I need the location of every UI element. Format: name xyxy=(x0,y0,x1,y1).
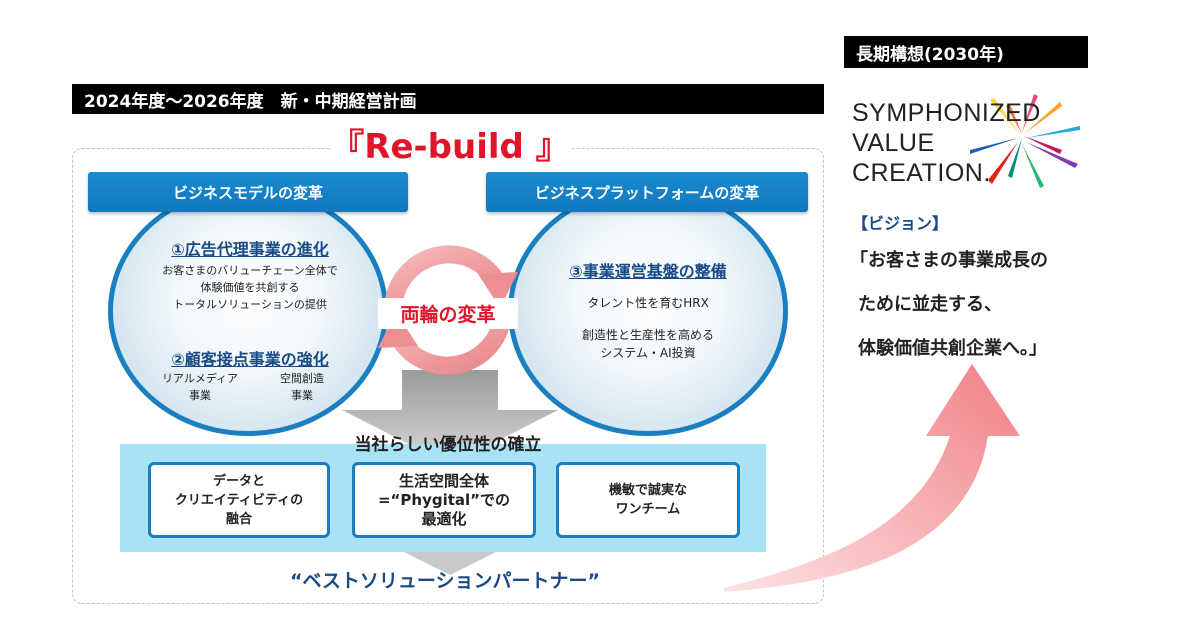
vision-label: 【ビジョン】 xyxy=(852,214,949,233)
advantage-box: 生活空間全体 =“Phygital”での 最適化 xyxy=(352,462,536,538)
item1-desc: お客さまのバリューチェーン全体で 体験価値を共創する トータルソリューションの提… xyxy=(140,262,360,313)
advantage-box-line: ワンチーム xyxy=(615,502,681,517)
item2-sub-line: 事業 xyxy=(291,389,313,402)
item2-sub-left: リアルメディア 事業 xyxy=(154,370,246,404)
cycle-arrows-icon xyxy=(378,245,518,375)
advantage-box: 機敏で誠実な ワンチーム xyxy=(556,462,740,538)
item3-desc1: タレント性を育むHRX xyxy=(587,296,709,310)
item1-desc-line: トータルソリューションの提供 xyxy=(173,298,327,311)
advantage-box-line: 機敏で誠実な xyxy=(608,483,687,498)
vision-line: 「お客さまの事業成長の xyxy=(850,250,1048,271)
business-model-header: ビジネスモデルの変革 xyxy=(88,172,408,212)
business-platform-header: ビジネスプラットフォームの変革 xyxy=(486,172,808,212)
rebuild-title-text: 『Re-build 』 xyxy=(330,127,570,167)
advantage-box-line: =“Phygital”での xyxy=(377,490,511,509)
item1-title: ①広告代理事業の進化 xyxy=(171,240,329,259)
logo-line: SYMPHONIZED xyxy=(852,99,1041,127)
item3-title: ③事業運営基盤の整備 xyxy=(569,262,727,281)
business-platform-header-text: ビジネスプラットフォームの変革 xyxy=(534,183,760,202)
advantage-box-line: 生活空間全体 xyxy=(398,471,489,490)
advantage-box-line: クリエイティビティの xyxy=(174,492,304,508)
logo-line: CREATION. xyxy=(852,159,991,187)
center-label-text: 両輪の変革 xyxy=(400,304,496,326)
starburst-icon xyxy=(970,94,1080,188)
business-model-header-text: ビジネスモデルの変革 xyxy=(172,183,323,202)
partner-text: “ベストソリューションパートナー” xyxy=(290,570,600,592)
item1-desc-line: お客さまのバリューチェーン全体で xyxy=(162,264,338,277)
item2-sub-line: リアルメディア xyxy=(161,372,239,385)
plan-header: 2024年度～2026年度 新・中期経営計画 xyxy=(72,84,824,114)
advantage-box-line: データと xyxy=(212,473,265,489)
item2-title: ②顧客接点事業の強化 xyxy=(171,350,329,369)
advantage-box: データと クリエイティビティの 融合 xyxy=(148,462,330,538)
vision-line: ために並走する、 xyxy=(858,294,1002,315)
item3-desc2-line: 創造性と生産性を高める xyxy=(581,328,714,342)
rebuild-title: 『Re-build 』 xyxy=(330,124,570,170)
vision-header-text: 長期構想(2030年) xyxy=(856,44,1004,65)
rising-arrow-graphic xyxy=(724,364,1020,592)
vision-header: 長期構想(2030年) xyxy=(844,36,1088,68)
vision-line: 体験価値共創企業へ。」 xyxy=(858,338,1047,359)
item2-sub-line: 空間創造 xyxy=(280,372,324,385)
item1-desc-line: 体験価値を共創する xyxy=(200,281,300,294)
plan-header-text: 2024年度～2026年度 新・中期経営計画 xyxy=(84,91,417,112)
advantage-box-line: 最適化 xyxy=(421,509,467,528)
advantage-box-line: 融合 xyxy=(225,511,252,527)
item2-sub-right: 空間創造 事業 xyxy=(266,370,338,404)
item3-desc2: 創造性と生産性を高める システム・AI投資 xyxy=(538,326,758,362)
symphonized-logo: SYMPHONIZED VALUE CREATION. xyxy=(852,92,1088,190)
item2-sub-line: 事業 xyxy=(189,389,211,402)
logo-line: VALUE xyxy=(852,129,935,157)
advantage-title: 当社らしい優位性の確立 xyxy=(354,435,542,455)
center-label: 両輪の変革 xyxy=(378,298,518,329)
item3-desc2-line: システム・AI投資 xyxy=(600,346,696,360)
